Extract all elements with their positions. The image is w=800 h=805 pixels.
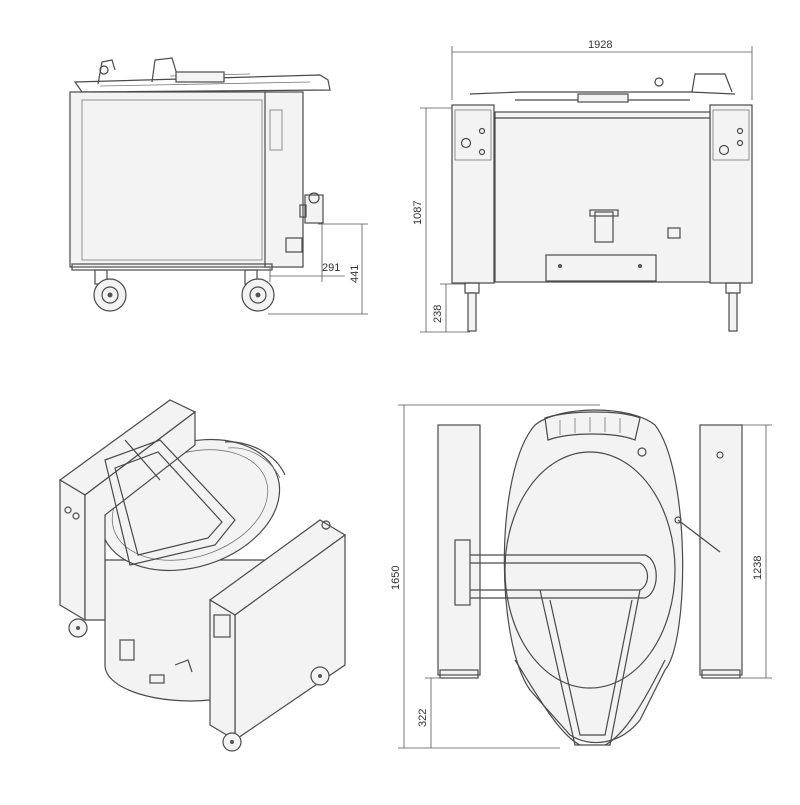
dim-238: 238 [432,305,444,323]
dim-291: 291 [322,262,340,274]
dim-1238: 1238 [752,556,764,580]
dim-1087: 1087 [412,201,424,225]
dim-1928: 1928 [588,39,612,51]
isometric-view [58,399,347,752]
dim-441: 441 [349,265,361,283]
top-view: 1650 322 1238 [390,404,772,749]
side-view: 291 441 [69,57,368,315]
front-view: 1928 [412,39,753,333]
dim-322: 322 [417,709,429,727]
dim-1650: 1650 [390,566,402,590]
